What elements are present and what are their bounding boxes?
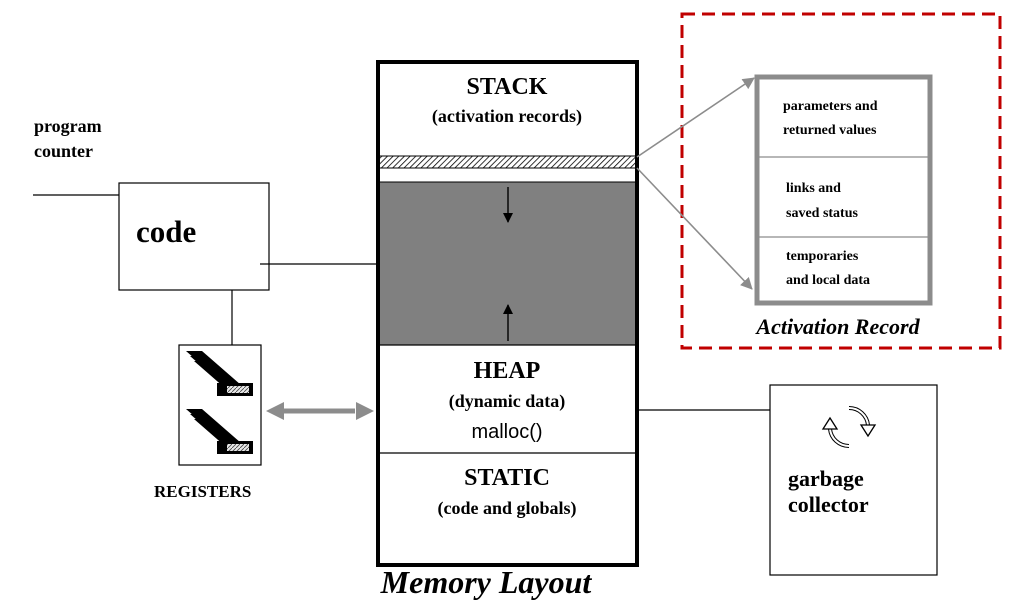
heap-subtitle: (dynamic data) xyxy=(449,391,566,412)
heap-title: HEAP xyxy=(474,358,541,384)
static-subtitle: (code and globals) xyxy=(437,498,576,519)
code-box-label: code xyxy=(136,214,196,249)
record-temps-line2: and local data xyxy=(786,273,870,288)
garbage-collector-label-line1: garbage xyxy=(788,466,864,491)
program-counter-label-line2: counter xyxy=(34,141,93,161)
record-temps-line1: temporaries xyxy=(786,249,859,264)
program-counter-label-line1: program xyxy=(34,116,102,136)
record-params-line2: returned values xyxy=(783,123,877,138)
record-params-line1: parameters and xyxy=(783,99,878,114)
static-title: STATIC xyxy=(464,465,550,491)
register-bank-top-icon xyxy=(186,351,253,396)
register-bank-bottom-icon xyxy=(186,409,253,454)
memory-column-border xyxy=(376,60,639,567)
zoom-line-top xyxy=(636,77,755,158)
record-links-line1: links and xyxy=(786,181,841,196)
activation-record-caption: Activation Record xyxy=(754,314,920,339)
stack-title: STACK xyxy=(467,74,548,100)
activation-record-box xyxy=(754,74,933,306)
record-links-line2: saved status xyxy=(786,206,859,221)
heap-malloc-label: malloc() xyxy=(471,421,542,443)
activation-record-dashed-frame xyxy=(680,12,1002,350)
stack-top-frame-hatched xyxy=(377,155,638,169)
code-box xyxy=(118,182,270,291)
registers-label: REGISTERS xyxy=(154,482,251,501)
garbage-collector-label-line2: collector xyxy=(788,492,869,517)
stack-section xyxy=(378,62,637,156)
recycle-icon xyxy=(821,405,877,449)
zoom-line-bottom xyxy=(636,167,753,290)
registers-memory-double-arrow xyxy=(266,402,374,420)
memory-layout-caption: Memory Layout xyxy=(380,564,593,600)
stack-subtitle: (activation records) xyxy=(432,106,582,127)
garbage-collector-box xyxy=(769,384,938,576)
